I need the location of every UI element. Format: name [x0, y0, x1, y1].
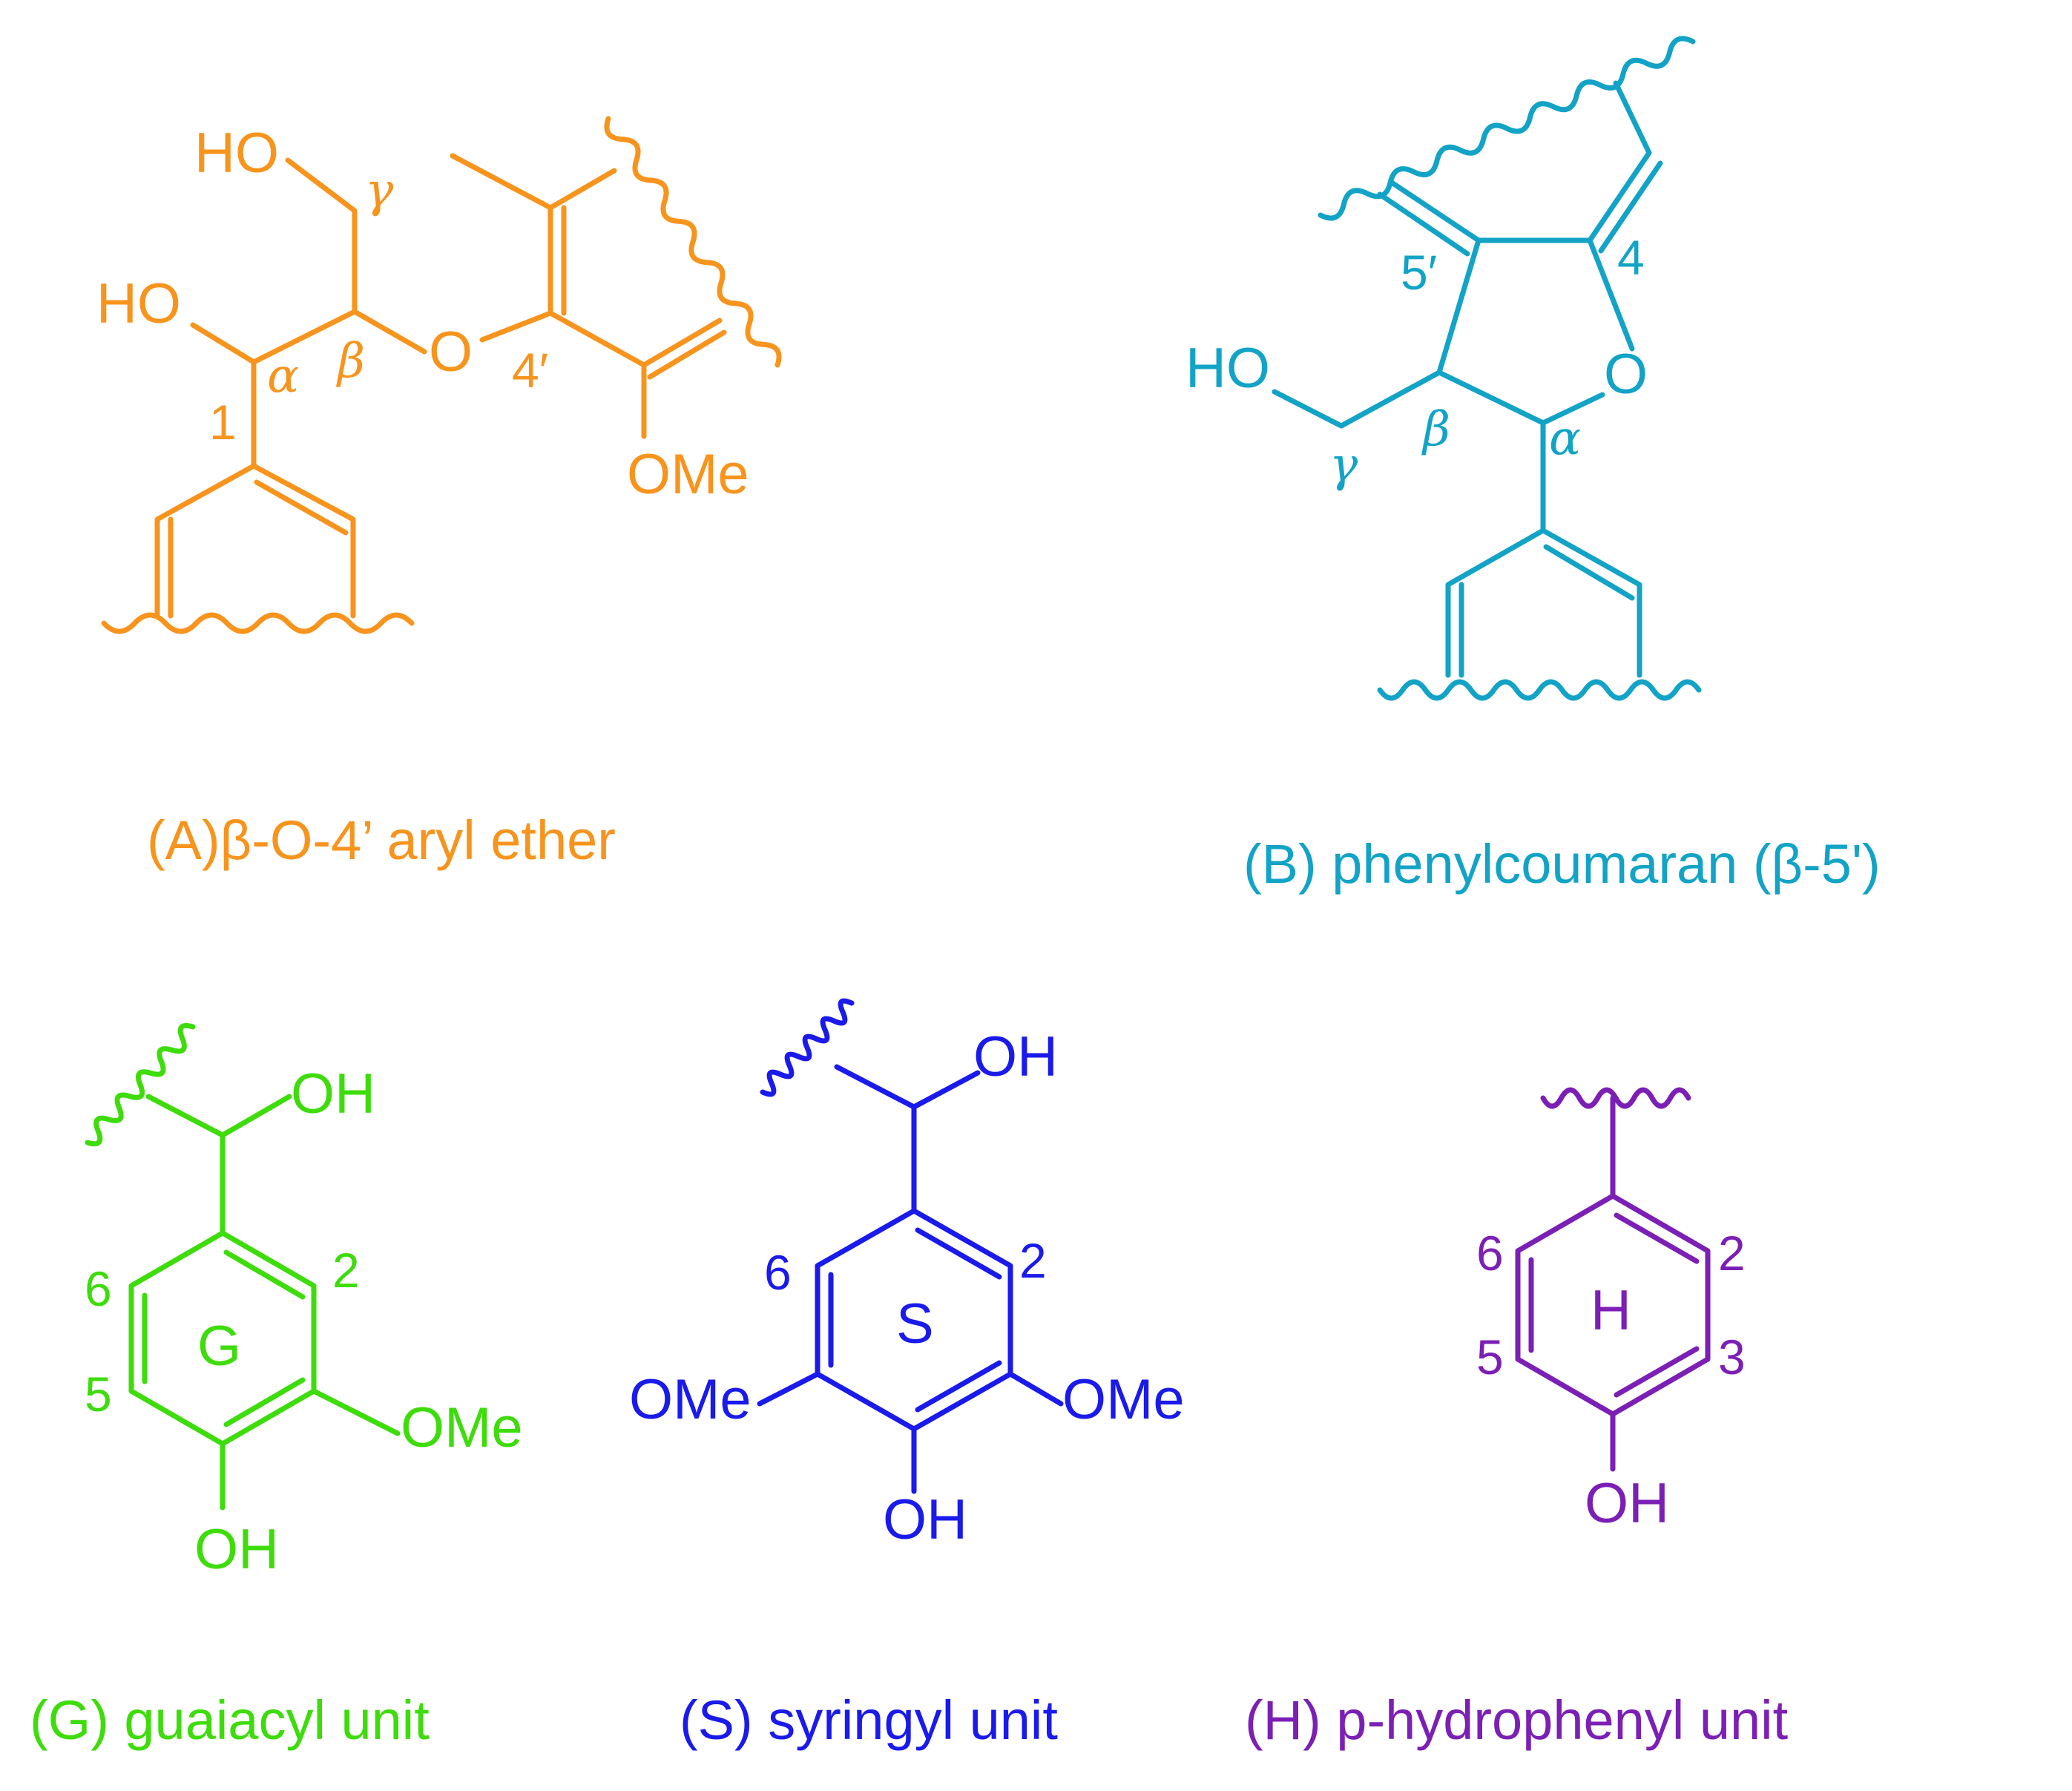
s-phenol-hydroxyl: OH: [883, 1488, 967, 1551]
g-n2-label: 2: [332, 1243, 360, 1298]
s-n6-label: 6: [764, 1245, 792, 1300]
g-methoxy: OMe: [401, 1396, 523, 1459]
a-ether-oxygen: O: [429, 321, 473, 384]
wavy-continuation-bond: [101, 612, 415, 634]
caption-a: (A)β-O-4’ aryl ether: [147, 809, 616, 871]
b-hydroxyl: HO: [1185, 337, 1270, 400]
a-ho-left: HO: [96, 272, 181, 335]
structure-s-syringyl: OH OMe OMe OH S 2 6 (S) syringyl unit: [629, 998, 1185, 1751]
wavy-continuation-bond: [604, 116, 782, 368]
b-alpha-label: α: [1549, 411, 1581, 466]
g-phenol-hydroxyl: OH: [194, 1518, 279, 1581]
s-methoxy-left: OMe: [629, 1368, 751, 1431]
h-n6-label: 6: [1476, 1226, 1504, 1281]
wavy-continuation-bond: [1377, 679, 1702, 701]
caption-h: (H) p-hydrophenyl unit: [1245, 1689, 1789, 1751]
structure-b-phenylcoumaran: HO O 5′ 4 β α γ (B) phenylcoumaran (β-5'…: [1185, 36, 1881, 895]
structure-s-bonds: [757, 998, 1064, 1494]
h-n2-label: 2: [1718, 1226, 1746, 1281]
a-methoxy: OMe: [627, 443, 749, 506]
b-ring-oxygen: O: [1604, 343, 1648, 406]
s-ring-label: S: [896, 1292, 934, 1355]
wavy-continuation-bond: [760, 998, 855, 1097]
a-gamma-label: γ: [365, 163, 394, 218]
a-beta-label: β: [336, 334, 365, 389]
structure-g-guaiacyl: OH OMe OH G 2 6 5 (G) guaiacyl unit: [30, 1022, 523, 1751]
structure-a-aryl-ether: HO HO O OMe γ α β 1 4′ (A)β-O-4’ aryl et…: [96, 116, 782, 871]
a-c4prime-label: 4′: [512, 343, 548, 398]
s-methoxy-right: OMe: [1062, 1368, 1185, 1431]
h-ring-label: H: [1591, 1279, 1631, 1342]
structure-g-bonds: [85, 1022, 401, 1511]
g-ring-label: G: [197, 1315, 241, 1378]
b-beta-label: β: [1421, 402, 1450, 457]
wavy-continuation-bond: [85, 1022, 196, 1147]
a-c1-label: 1: [209, 395, 237, 450]
wavy-continuation-bond: [1318, 36, 1696, 221]
structure-h-hydrophenyl: OH H 2 3 6 5 (H) p-hydrophenyl unit: [1245, 1087, 1789, 1751]
a-alpha-label: α: [267, 349, 299, 404]
s-n2-label: 2: [1019, 1233, 1047, 1288]
h-phenol-hydroxyl: OH: [1585, 1472, 1669, 1535]
structure-b-bonds: [1272, 36, 1702, 701]
caption-s: (S) syringyl unit: [680, 1689, 1058, 1751]
h-n5-label: 5: [1476, 1330, 1504, 1384]
b-c5prime-label: 5′: [1401, 245, 1437, 300]
h-n3-label: 3: [1718, 1330, 1746, 1384]
b-c4-label: 4: [1617, 230, 1645, 285]
g-side-hydroxyl: OH: [291, 1062, 375, 1125]
caption-g: (G) guaiacyl unit: [30, 1689, 430, 1751]
s-side-hydroxyl: OH: [973, 1025, 1058, 1088]
g-n5-label: 5: [85, 1367, 112, 1422]
a-ho-top: HO: [194, 122, 279, 185]
wavy-continuation-bond: [1540, 1087, 1691, 1109]
structure-a-bonds: [101, 116, 782, 634]
caption-b: (B) phenylcoumaran (β-5'): [1243, 833, 1881, 895]
structure-h-bonds: [1515, 1087, 1711, 1472]
b-gamma-label: γ: [1329, 438, 1358, 493]
g-n6-label: 6: [85, 1261, 112, 1316]
